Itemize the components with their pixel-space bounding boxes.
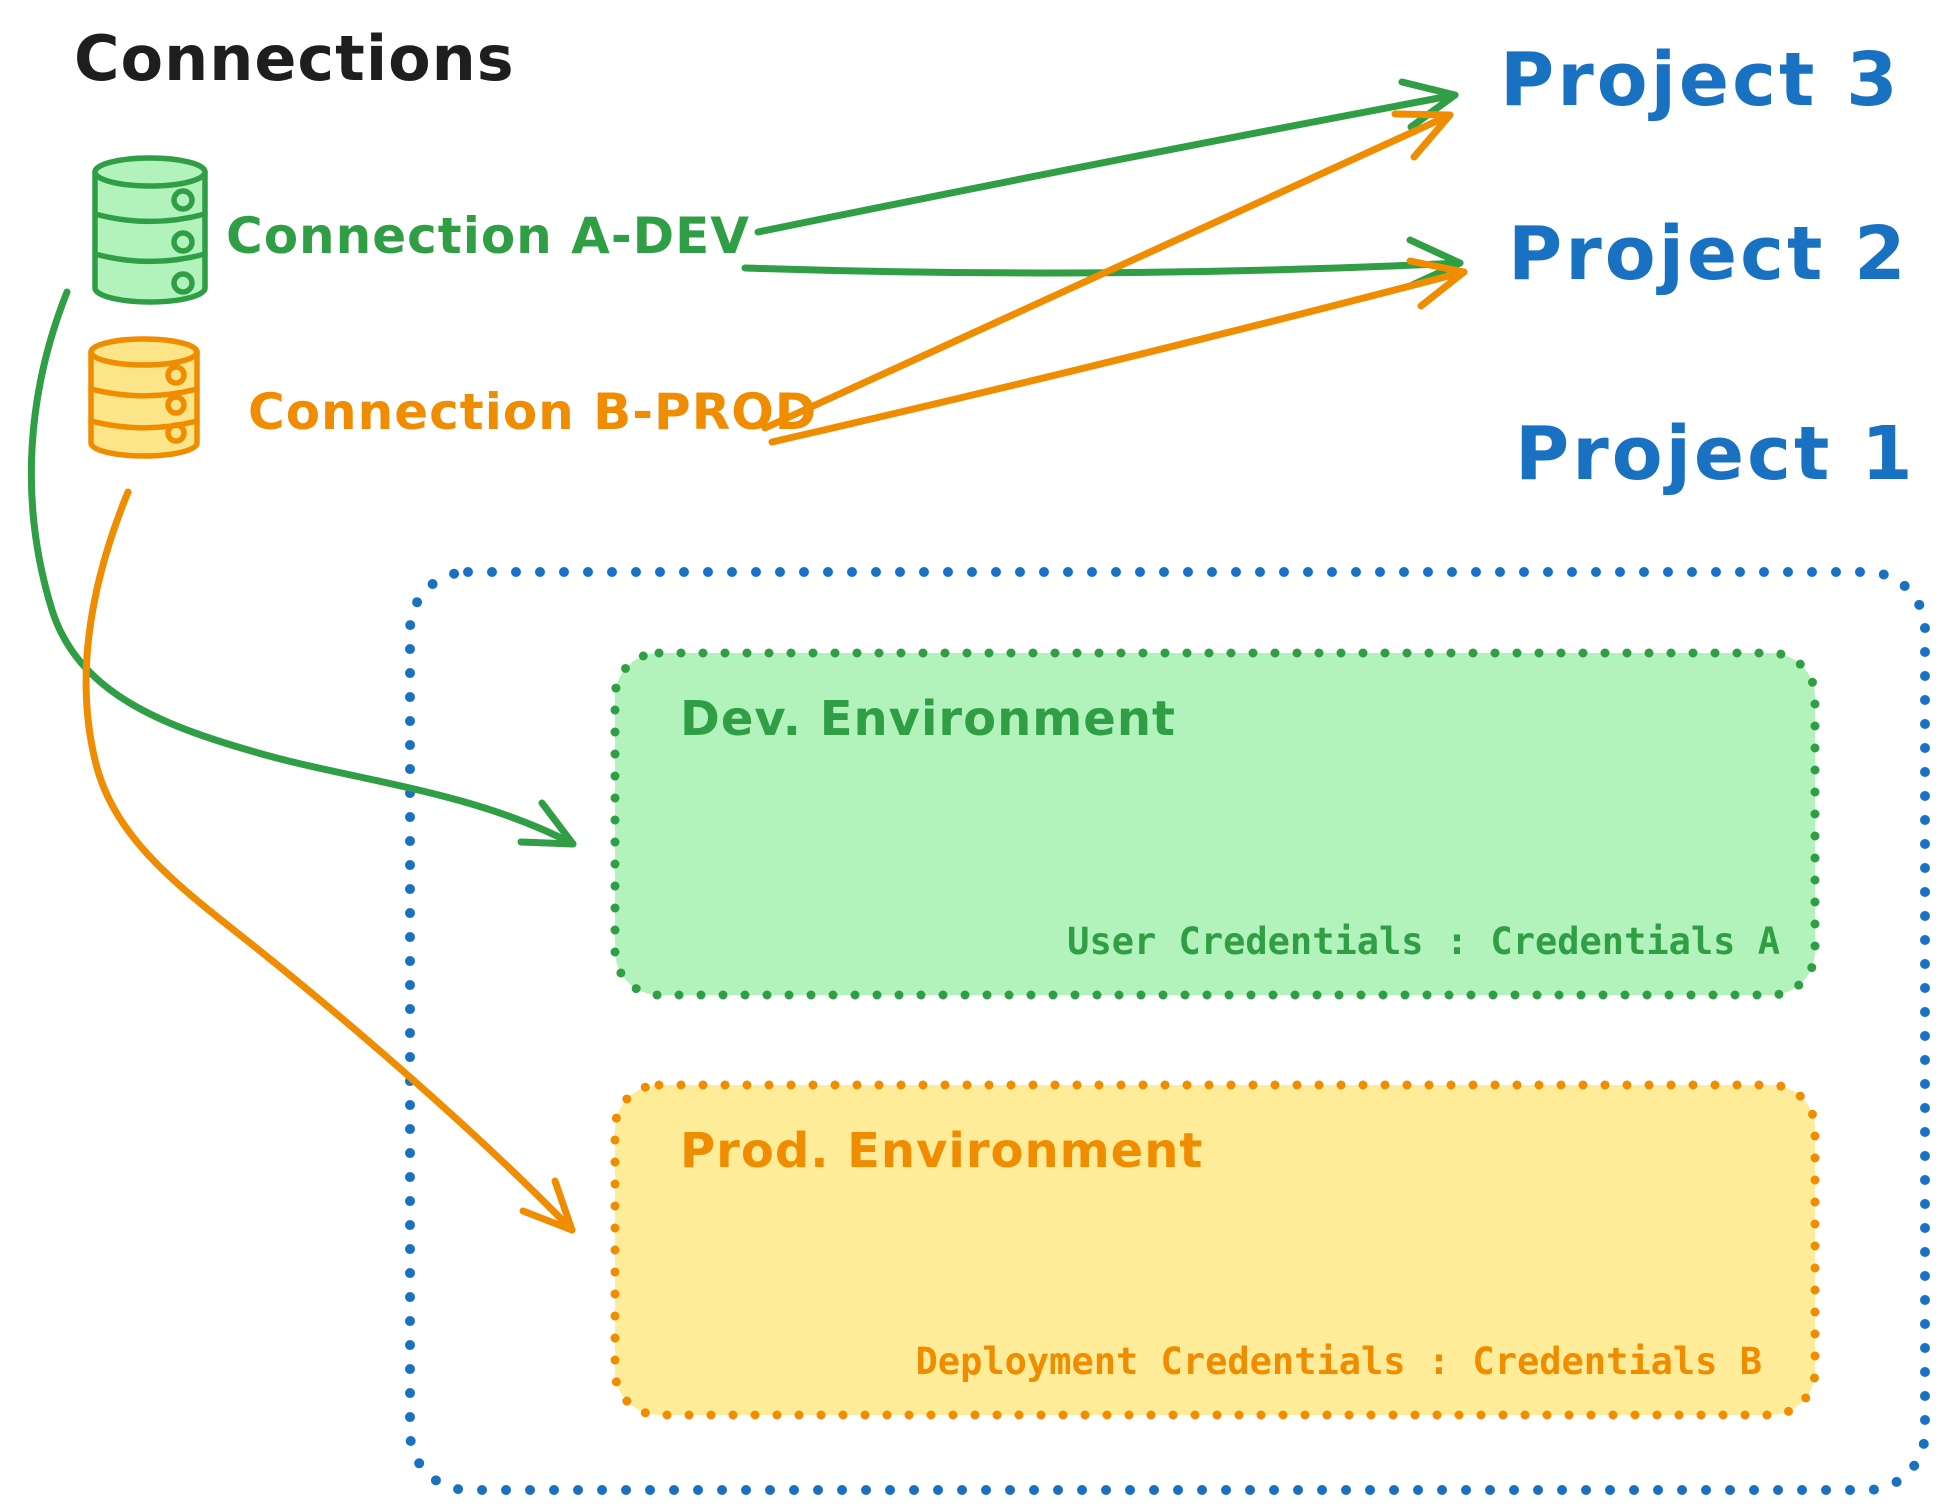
dev-environment-title: Dev. Environment: [680, 691, 1176, 747]
arrow-bprod-to-project3: [761, 110, 1454, 432]
connection-a-dev-label: Connection A-DEV: [226, 207, 750, 265]
database-icon-dev: [92, 155, 208, 305]
dev-environment-credentials: User Credentials : Credentials A: [1067, 920, 1780, 963]
project2-label: Project 2: [1508, 211, 1909, 297]
connection-b-prod-label: Connection B-PROD: [248, 383, 818, 441]
prod-environment-title: Prod. Environment: [680, 1123, 1204, 1179]
prod-environment-credentials: Deployment Credentials : Credentials B: [915, 1340, 1762, 1383]
dev-environment-box: [610, 648, 1820, 1000]
arrow-bprod-to-project2: [768, 257, 1468, 446]
arrow-adev-to-dev-environment: [27, 288, 577, 848]
prod-environment-box: [610, 1080, 1820, 1420]
project1-container-box: [405, 567, 1930, 1495]
diagram-title: Connections: [74, 22, 515, 95]
project1-label: Project 1: [1515, 411, 1916, 497]
arrow-adev-to-project2: [741, 236, 1464, 290]
project3-label: Project 3: [1500, 37, 1901, 123]
database-icon-prod: [88, 336, 200, 459]
arrow-bprod-to-prod-environment: [82, 488, 576, 1234]
